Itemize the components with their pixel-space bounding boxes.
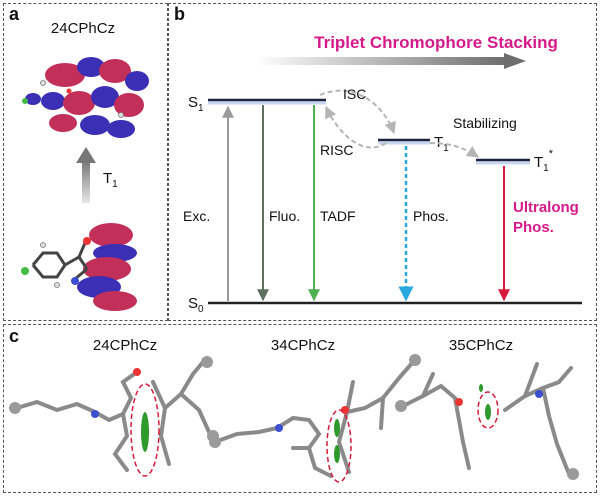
t1-orbital-cluster — [22, 57, 149, 138]
ultralong-label-2: Phos. — [513, 219, 554, 236]
panel-b-frame — [168, 3, 597, 321]
panel-b-diagram: Triplet Chromophore Stacking S1 S0 T1 T1… — [183, 33, 582, 315]
interaction-ellipse-24 — [130, 383, 160, 477]
panel-a-frame — [3, 3, 168, 321]
stack-35cphcz — [401, 362, 573, 476]
ultralong-label-1: Ultralong — [513, 199, 579, 216]
risc-arrow — [325, 105, 387, 149]
isc-arrow — [319, 89, 396, 135]
transition-label: T1 — [103, 170, 118, 190]
s1-label: S1 — [188, 94, 204, 114]
panel-c-label: c — [9, 326, 20, 346]
phos-label: Phos. — [413, 208, 449, 224]
panel-a-graphic: 24CPhCz T1 — [21, 20, 149, 311]
banner-title: Triplet Chromophore Stacking — [314, 33, 558, 52]
tadf-label: TADF — [320, 208, 356, 224]
panel-c-frame — [3, 324, 597, 493]
stabilizing-arrow — [429, 142, 479, 158]
panel-b-label: b — [174, 4, 185, 24]
stabilizing-label: Stabilizing — [453, 115, 517, 131]
risc-label: RISC — [320, 142, 353, 158]
panel-a-label: a — [9, 4, 20, 24]
fluo-label: Fluo. — [269, 208, 300, 224]
stack-34cphcz — [213, 360, 415, 478]
molecule-name-24: 24CPhCz — [93, 337, 157, 354]
molecule-name-35: 35CPhCz — [449, 337, 513, 354]
ground-molecule — [21, 223, 137, 311]
interaction-ellipse-34 — [326, 409, 352, 483]
s0-label: S0 — [188, 295, 204, 315]
panel-c-graphic: 24CPhCz 34CPhCz 35CPhCz — [9, 337, 579, 483]
stack-24cphcz — [15, 360, 211, 472]
isc-label: ISC — [343, 86, 366, 102]
exc-label: Exc. — [183, 208, 210, 224]
panel-a-molecule-name: 24CPhCz — [51, 20, 115, 37]
molecule-name-34: 34CPhCz — [271, 337, 335, 354]
interaction-ellipse-35 — [477, 391, 499, 429]
t1star-label: T1* — [534, 148, 554, 174]
